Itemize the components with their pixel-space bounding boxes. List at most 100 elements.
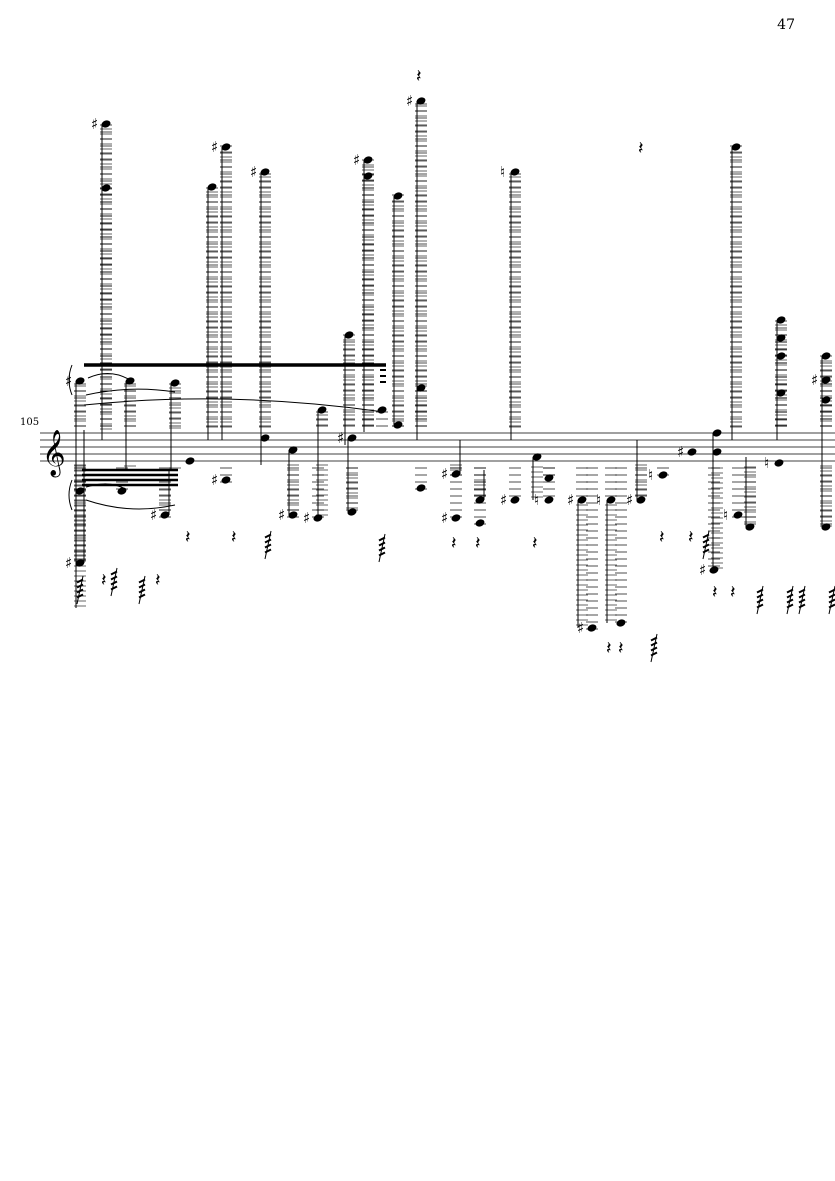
tremolo-stroke [110,570,118,576]
tremolo-stroke [264,533,272,539]
natural-sign: ♮ [500,163,505,181]
note-head [475,519,485,527]
note [343,331,355,445]
note: ♮ [534,467,555,509]
quarter-rest: 𝄽 [730,582,736,603]
treble-clef-glyph: 𝄞 [42,430,66,478]
note-head [347,434,357,442]
note: ♯ [250,163,271,465]
note: ♯ [211,138,232,440]
quarter-rest: 𝄽 [185,527,191,548]
natural-sign: ♮ [764,454,769,472]
note-head [510,168,520,176]
note: ♯ [699,467,720,579]
note-head [416,384,426,392]
sharp-sign: ♯ [626,491,633,509]
tremolo-stroke [702,538,710,544]
note: ♯ [278,467,299,524]
note: ♮ [596,467,617,623]
quarter-rest: 𝄽 [101,570,107,591]
note-head [776,352,786,360]
note: ♯ [211,467,232,489]
note-head [363,172,373,180]
sharp-sign: ♯ [567,491,574,509]
tremolo-stroke [378,551,386,557]
tremolo-stroke [756,588,764,594]
note: ♯ [150,467,171,524]
tremolo-stroke [76,593,84,599]
natural-sign: ♮ [723,506,728,524]
tremolo [138,575,146,605]
note [100,184,112,427]
tremolo-stroke [828,593,835,599]
note-head [774,459,784,467]
tremolo-stroke [786,588,794,594]
parenthesis [68,364,73,396]
tremolo-stroke [650,651,658,657]
note-head [416,484,426,492]
tremolo-stroke [798,593,806,599]
note-head [260,434,270,442]
tremolo [786,585,794,615]
note: ♯ [500,467,521,509]
tremolo-layer [76,530,835,663]
parenthesis [68,479,73,511]
note [124,377,136,470]
tremolo-stroke [786,603,794,609]
tremolo-stroke [798,598,806,604]
note-head [821,523,831,531]
note-head [731,143,741,151]
note-head [821,396,831,404]
slur-group [68,364,385,511]
page-number: 47 [777,17,795,33]
tremolo-stroke [76,578,84,584]
note-head [733,511,743,519]
note-head [221,143,231,151]
tremolo-stroke [828,598,835,604]
sharp-sign: ♯ [91,115,98,133]
note-head [776,334,786,342]
note-head [658,471,668,479]
note: ♯ [353,151,374,432]
note [116,467,128,495]
note-head [75,377,85,385]
tremolo-stroke [798,588,806,594]
quarter-rest: 𝄽 [451,533,457,554]
tremolo [76,575,84,605]
slur [87,373,131,381]
note [206,183,218,440]
note [287,446,299,515]
slur [83,398,385,413]
note [744,457,756,531]
note: ♮ [648,466,669,484]
note: ♯ [441,440,462,483]
tremolo-stroke [756,603,764,609]
tremolo-stroke [798,603,806,609]
sharp-sign: ♯ [811,371,818,389]
note: ♯ [626,440,647,509]
tremolo-stroke [702,548,710,554]
natural-sign: ♮ [534,491,539,509]
quarter-rest: 𝄽 [638,138,644,159]
note-head [821,376,831,384]
note-head [344,331,354,339]
note-head [170,379,180,387]
note [474,467,486,527]
tremolo-stroke [264,543,272,549]
tremolo-stroke [110,585,118,591]
note: ♮ [500,163,521,440]
note-head [75,559,85,567]
note-head [377,406,387,414]
note-head [416,97,426,105]
note-head [288,511,298,519]
note [820,467,832,531]
quarter-rest: 𝄽 [606,638,612,659]
note-head [577,496,587,504]
note [730,143,742,440]
note [169,379,181,470]
tremolo-stroke [264,548,272,554]
note-head [709,566,719,574]
note-head [636,496,646,504]
tremolo-stroke [786,598,794,604]
tremolo-stroke [786,593,794,599]
